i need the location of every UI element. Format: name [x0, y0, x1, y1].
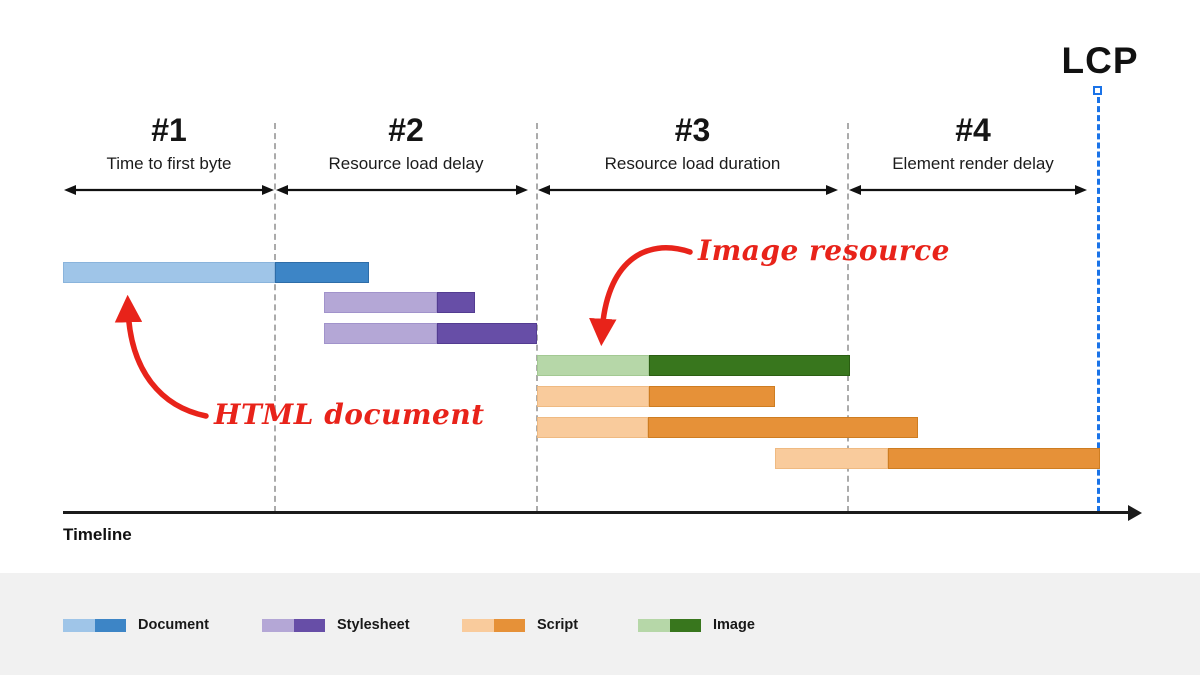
script-dark-segment	[888, 448, 1100, 469]
image-light-segment	[537, 355, 649, 376]
legend-label-script: Script	[537, 617, 579, 633]
stylesheet-light-segment	[324, 323, 437, 344]
phase-1-header: #1 Time to first byte	[63, 112, 275, 197]
image-dark-segment	[649, 355, 850, 376]
stylesheet-light-segment	[324, 292, 437, 313]
script-dark-segment	[649, 386, 775, 407]
document-swatch-icon	[63, 618, 126, 632]
phase-separator-1	[274, 123, 276, 512]
image-swatch-icon	[638, 618, 701, 632]
legend-label-stylesheet: Stylesheet	[337, 617, 410, 633]
phase-2-label: Resource load delay	[328, 154, 484, 173]
phase-3-label: Resource load duration	[604, 154, 781, 173]
script-swatch-icon	[462, 618, 525, 632]
phase-separator-3	[847, 123, 849, 512]
legend-footer: Document Stylesheet Script Image	[0, 573, 1200, 675]
script-bar	[775, 448, 1100, 469]
legend-label-document: Document	[138, 617, 209, 633]
phase-3-extent-arrow	[538, 185, 838, 195]
phase-4-label: Element render delay	[892, 154, 1054, 173]
timeline-label: Timeline	[63, 525, 132, 544]
lcp-title: LCP	[1061, 40, 1139, 81]
document-bar	[63, 262, 369, 283]
phase-2-number: #2	[388, 112, 424, 148]
phase-1-label: Time to first byte	[106, 154, 232, 173]
html-document-annotation: HTML document	[214, 398, 485, 431]
stylesheet-bar	[324, 323, 537, 344]
legend-label-image: Image	[713, 617, 755, 633]
lcp-dashed-line	[1096, 97, 1100, 512]
phase-1-number: #1	[151, 112, 187, 148]
phase-3-header: #3 Resource load duration	[537, 112, 848, 197]
script-bar	[537, 417, 918, 438]
arrow-to-image-bar	[589, 245, 693, 347]
document-dark-segment	[275, 262, 369, 283]
script-light-segment	[537, 417, 648, 438]
phase-4-number: #4	[955, 112, 991, 148]
phase-3-number: #3	[674, 112, 711, 148]
phase-2-extent-arrow	[276, 185, 528, 195]
stylesheet-dark-segment	[437, 323, 537, 344]
lcp-marker-icon	[1093, 86, 1102, 95]
legend-item-image: Image	[638, 617, 755, 633]
phase-4-extent-arrow	[849, 185, 1087, 195]
image-bar	[537, 355, 850, 376]
script-bar	[537, 386, 775, 407]
legend-item-script: Script	[462, 617, 578, 633]
script-dark-segment	[648, 417, 918, 438]
image-resource-annotation: Image resource	[698, 234, 950, 267]
script-light-segment	[775, 448, 888, 469]
phase-1-extent-arrow	[64, 185, 274, 195]
stylesheet-swatch-icon	[262, 618, 325, 632]
stylesheet-bar	[324, 292, 475, 313]
stylesheet-dark-segment	[437, 292, 475, 313]
phase-4-header: #4 Element render delay	[848, 112, 1098, 197]
script-light-segment	[537, 386, 649, 407]
phase-separator-2	[536, 123, 538, 512]
phase-2-header: #2 Resource load delay	[275, 112, 537, 197]
legend-item-document: Document	[63, 617, 209, 633]
timeline-axis	[63, 511, 1131, 514]
legend-item-stylesheet: Stylesheet	[262, 617, 410, 633]
timeline-arrowhead-icon	[1128, 504, 1142, 521]
arrow-to-document-bar	[114, 294, 209, 419]
document-light-segment	[63, 262, 275, 283]
